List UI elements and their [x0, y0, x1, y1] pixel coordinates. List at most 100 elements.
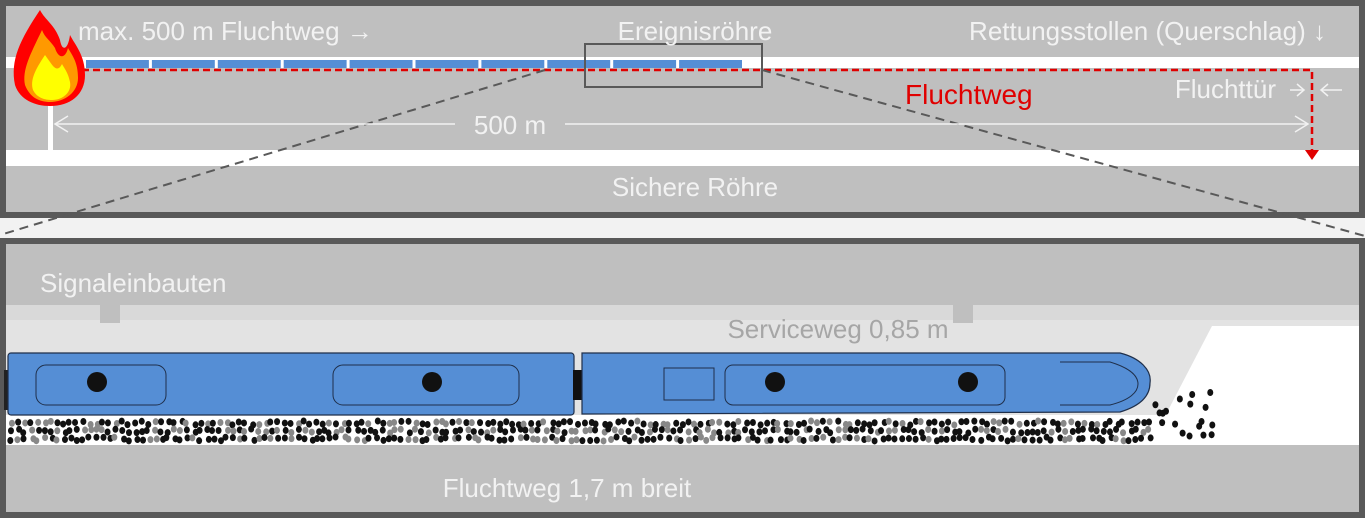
ballast-stone	[1054, 420, 1061, 428]
ballast-stone	[308, 428, 315, 436]
ballast-stone	[354, 436, 361, 444]
ballast-stone	[1074, 420, 1081, 428]
ballast-stone	[517, 434, 524, 442]
ballast-stone	[42, 434, 49, 442]
ballast-stone	[281, 419, 288, 427]
ballast-stone	[1106, 417, 1113, 425]
ballast-stone	[679, 421, 686, 429]
ballast-stone	[587, 426, 594, 434]
ballast-stone	[288, 428, 295, 436]
ballast-stone	[943, 435, 950, 443]
ballast-stone	[611, 426, 618, 434]
ballast-stone	[35, 418, 42, 426]
ballast-stone	[638, 429, 645, 437]
train-car-mini	[679, 60, 742, 68]
ballast-stone	[754, 436, 761, 444]
ballast-stone	[938, 435, 945, 443]
ballast-stone	[475, 436, 482, 444]
ballast-stone	[406, 429, 413, 437]
ballast-stone	[677, 426, 684, 434]
ballast-stone	[1209, 421, 1216, 429]
ballast-stone	[1207, 389, 1214, 397]
ballast-stone	[651, 425, 658, 433]
ballast-stone	[1050, 418, 1057, 426]
ballast-stone	[1208, 431, 1215, 439]
ballast-stone	[912, 417, 919, 425]
ballast-stone	[208, 427, 215, 435]
ballast-stone	[613, 433, 620, 441]
ballast-stone	[541, 436, 548, 444]
ballast-stone	[501, 436, 508, 444]
ballast-stone	[972, 425, 979, 433]
ballast-stone	[1196, 422, 1203, 430]
escape-route-line	[60, 68, 1314, 156]
ballast-stone	[405, 436, 412, 444]
ballast-stone	[338, 426, 345, 434]
ballast-stone	[892, 420, 899, 428]
ballast-stone	[530, 435, 537, 443]
ballast-stone	[647, 421, 654, 429]
ballast-stone	[189, 434, 196, 442]
ballast-stone	[425, 429, 432, 437]
ballast-stone	[808, 434, 815, 442]
ballast-stone	[1009, 428, 1016, 436]
ballast-stone	[820, 433, 827, 441]
ballast-stone	[745, 436, 752, 444]
ballast-stone	[391, 418, 398, 426]
ballast-stone	[835, 426, 842, 434]
ballast-stone	[534, 435, 541, 443]
signal-fixture	[953, 305, 973, 323]
ballast-stone	[118, 417, 125, 425]
ballast-stone	[152, 426, 159, 434]
ballast-stone	[1075, 426, 1082, 434]
ballast-stone	[153, 435, 160, 443]
ballast-stone	[1055, 425, 1062, 433]
ballast-stone	[442, 434, 449, 442]
ballast-stone	[979, 418, 986, 426]
ballast-stone	[1004, 437, 1011, 445]
ballast-stone	[1081, 419, 1088, 427]
ballast-stone	[854, 419, 861, 427]
ballast-stone	[1008, 417, 1015, 425]
ballast-stone	[374, 434, 381, 442]
ballast-stone	[397, 425, 404, 433]
ballast-stone	[7, 437, 14, 445]
train-car-mini	[613, 60, 677, 68]
ballast-stone	[582, 427, 589, 435]
ballast-stone	[625, 427, 632, 435]
ballast-stone	[319, 435, 326, 443]
ballast-stone	[553, 436, 560, 444]
train-car-mini	[349, 60, 413, 68]
ballast-stone	[470, 428, 477, 436]
ballast-stone	[157, 428, 164, 436]
ballast-stone	[956, 434, 963, 442]
ballast-stone	[112, 425, 119, 433]
ballast-stone	[1187, 400, 1194, 408]
ballast-stone	[716, 418, 723, 426]
train-car-mini	[86, 60, 149, 68]
ballast-stone	[990, 418, 997, 426]
ballast-stone	[442, 420, 449, 428]
ballast-stone	[196, 437, 203, 445]
ballast-stone	[66, 427, 73, 435]
ballast-stone	[133, 429, 140, 437]
ballast-stone	[267, 418, 274, 426]
ballast-stone	[835, 417, 842, 425]
ballast-stone	[274, 418, 281, 426]
ballast-stone	[1118, 418, 1125, 426]
ballast-stone	[650, 435, 657, 443]
ballast-stone	[176, 427, 183, 435]
ballast-stone	[1113, 425, 1120, 433]
ballast-stone	[756, 428, 763, 436]
ballast-stone	[211, 435, 218, 443]
ballast-stone	[36, 426, 43, 434]
ballast-stone	[600, 437, 607, 445]
ballast-stone	[147, 436, 154, 444]
ballast-stone	[124, 421, 131, 429]
ballast-stone	[800, 436, 807, 444]
ballast-stone	[503, 418, 510, 426]
ballast-stone	[640, 420, 647, 428]
ballast-stone	[73, 436, 80, 444]
ballast-stone	[1079, 434, 1086, 442]
ballast-stone	[316, 428, 323, 436]
